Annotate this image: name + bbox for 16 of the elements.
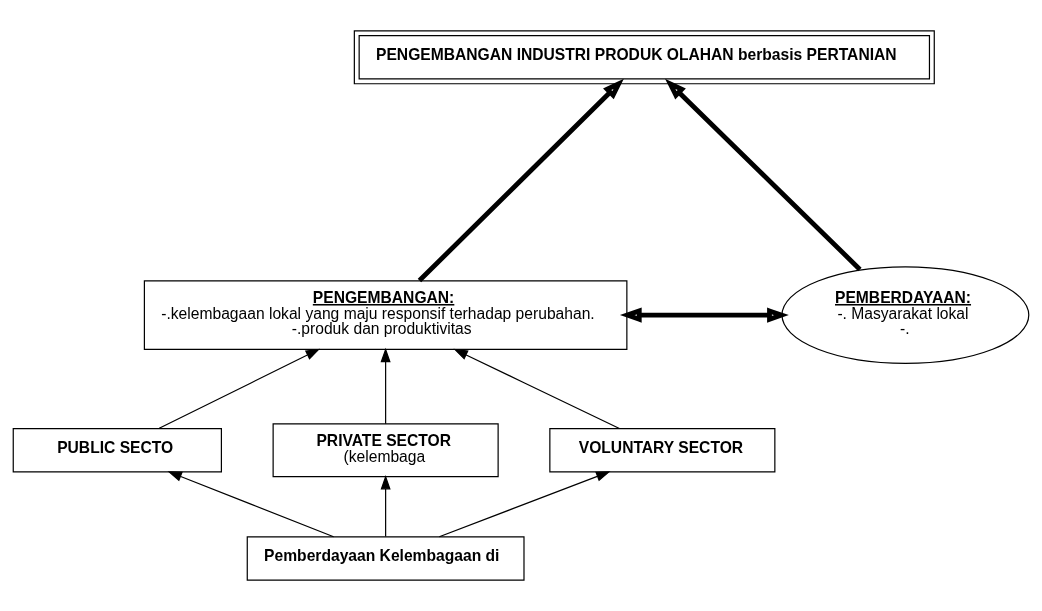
arrow — [380, 475, 391, 537]
node-box: VOLUNTARY SECTOR — [549, 428, 776, 473]
arrow — [665, 78, 862, 272]
arrow — [158, 348, 321, 429]
node-ellipse: PEMBERDAYAAN: -. Masyarakat lokal -. — [781, 266, 1030, 364]
node-box: PENGEMBANGAN INDUSTRI PRODUK OLAHAN berbasis PERTANIAN — [353, 30, 935, 85]
arrow — [438, 471, 611, 538]
arrow — [167, 471, 335, 538]
arrow — [380, 347, 391, 425]
node-box: Pemberdayaan Kelembagaan di — [246, 536, 525, 581]
node-box: PENGEMBANGAN: -.kelembagaan lokal yang maju responsif terhadap perubahan. -.produk dan produktivitas — [143, 280, 628, 350]
arrow — [619, 307, 789, 323]
node-box: PRIVATE SECTOR (kelembaga — [272, 423, 499, 478]
node-box: PUBLIC SECTO — [12, 428, 222, 473]
arrow — [453, 348, 620, 430]
arrow — [417, 78, 624, 283]
